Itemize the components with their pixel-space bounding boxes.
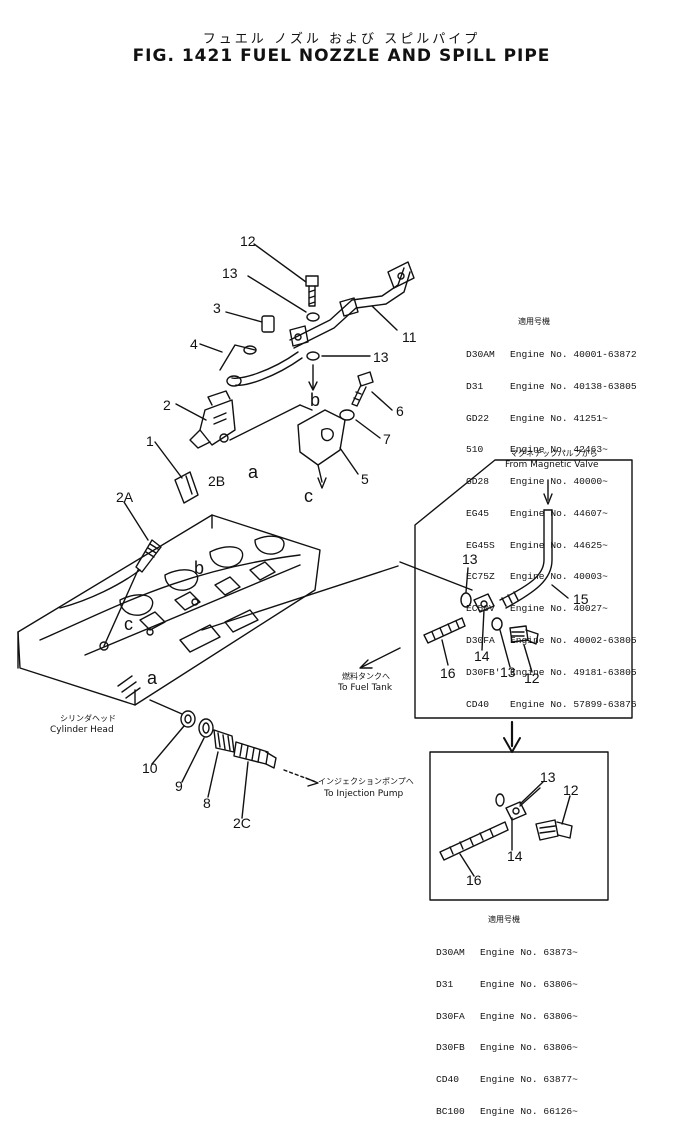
- detail-box-upper: [414, 459, 633, 719]
- injection-pump-label-jp: インジェクションポンプへ: [318, 777, 414, 786]
- nozzle-tip-1-drawing: [174, 471, 199, 504]
- callout-16-upper: 16: [440, 665, 456, 681]
- callout-c: c: [304, 486, 313, 506]
- callout-2B: 2B: [208, 473, 225, 489]
- table-row: D30FB'Engine No. 49181-63805: [466, 666, 637, 678]
- callout-2C: 2C: [233, 815, 251, 831]
- cylinder-head-label: Cylinder Head: [50, 725, 114, 735]
- injection-pump-label: To Injection Pump: [323, 789, 404, 799]
- joint-14-drawing-lower: [495, 787, 573, 841]
- connector-2C-drawing: [233, 741, 277, 769]
- figure-title: FIG. 1421 FUEL NOZZLE AND SPILL PIPE: [132, 46, 551, 66]
- cylinder-head-drawing: [17, 514, 321, 706]
- callout-3: 3: [213, 300, 221, 316]
- callout-12-upper: 12: [524, 670, 540, 686]
- callout-b-head: b: [194, 558, 204, 578]
- hose-16-drawing-upper: [423, 617, 466, 644]
- fuel-tank-label-jp: 燃料タンクへ: [342, 671, 390, 681]
- callout-a: a: [248, 462, 259, 482]
- callout-12: 12: [240, 233, 256, 249]
- washer-9-drawing: [198, 718, 214, 738]
- detail-box-lower: [429, 751, 609, 901]
- callout-12-lower: 12: [563, 782, 579, 798]
- callout-13-lower: 13: [540, 769, 556, 785]
- callout-14-upper: 14: [474, 648, 490, 664]
- callout-14-lower: 14: [507, 848, 523, 864]
- callout-1: 1: [146, 433, 154, 449]
- callout-15: 15: [573, 591, 589, 607]
- sleeve-8-drawing: [213, 729, 235, 753]
- spill-fitting-5-drawing: [297, 409, 346, 489]
- nozzle-holder-2-drawing: [189, 390, 236, 449]
- magnetic-valve-label: From Magnetic Valve: [505, 460, 599, 470]
- applicability-header-lower: 適用号機: [488, 916, 520, 926]
- callout-4: 4: [190, 336, 198, 352]
- hose-16-drawing-lower: [439, 821, 509, 861]
- callout-2A: 2A: [116, 489, 134, 505]
- callout-b: b: [310, 390, 320, 410]
- cylinder-head-label-jp: シリンダヘッド: [60, 713, 116, 723]
- callout-7: 7: [383, 431, 391, 447]
- applicability-header-upper: 適用号機: [518, 318, 550, 328]
- spill-pipe-11-drawing: [289, 261, 415, 349]
- fuel-tank-label: To Fuel Tank: [337, 683, 393, 693]
- callout-9: 9: [175, 778, 183, 794]
- callout-13-upper-b: 13: [500, 664, 516, 680]
- callout-13: 13: [222, 265, 238, 281]
- callout-11: 11: [402, 329, 417, 345]
- callout-13b: 13: [373, 349, 389, 365]
- bolt-6-drawing: [339, 371, 374, 421]
- nozzle-holder-2A-drawing: [103, 539, 162, 647]
- callout-2: 2: [163, 397, 171, 413]
- callout-c-head: c: [124, 614, 133, 634]
- parts-diagram: 12 13 3 4 13 11 2 b 6 7 1 2B a 5 c 2A b …: [17, 233, 633, 901]
- magnetic-valve-label-jp: マグネチックバルブから: [510, 448, 598, 458]
- callout-6: 6: [396, 403, 404, 419]
- joint-14-drawing: [460, 592, 539, 645]
- callout-10: 10: [142, 760, 158, 776]
- callout-16-lower: 16: [466, 872, 482, 888]
- callout-13-upper: 13: [462, 551, 478, 567]
- spill-pipe-4-drawing: [219, 315, 303, 387]
- title-japanese: フュエル ノズル および スピルパイプ: [202, 32, 481, 47]
- callout-a-head: a: [147, 668, 158, 688]
- callout-5: 5: [361, 471, 369, 487]
- seal-10-drawing: [180, 710, 196, 728]
- spill-hose-15-drawing: [499, 479, 553, 609]
- bolt-12-drawing: [305, 275, 320, 391]
- callout-8: 8: [203, 795, 211, 811]
